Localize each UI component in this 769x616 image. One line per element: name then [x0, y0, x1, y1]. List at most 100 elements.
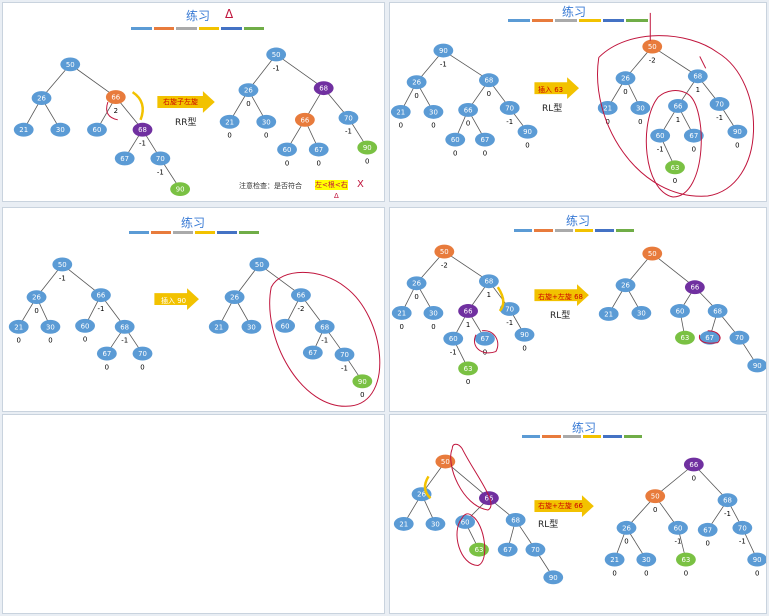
balance-factor: -1	[506, 319, 513, 327]
tree-node-63: 63	[676, 552, 696, 567]
node-label: 60	[283, 146, 292, 154]
tree-node-90: 90	[170, 182, 191, 197]
tree-node-66: 66	[294, 112, 315, 127]
node-label: 63	[464, 365, 473, 373]
tree-node-60: 60	[75, 318, 95, 333]
red-annotation-circle	[645, 90, 702, 198]
balance-factor: 0	[705, 540, 709, 548]
svg-text:-1: -1	[506, 118, 513, 126]
tree-node-30: 30	[40, 319, 61, 334]
node-label: 67	[703, 526, 712, 534]
red-annotation-circle	[474, 330, 499, 354]
balance-factor: -1	[341, 364, 348, 372]
node-label: 21	[397, 309, 406, 317]
node-label: 60	[449, 335, 458, 343]
tree-edge	[693, 464, 728, 501]
node-label: 66	[297, 292, 306, 300]
node-label: 66	[464, 106, 473, 114]
balance-factor: 1	[676, 116, 680, 124]
node-label: 26	[622, 524, 631, 532]
tree-node-50: 50	[249, 257, 270, 272]
tree-edge	[275, 54, 324, 89]
svg-text:0: 0	[735, 142, 739, 150]
tree-node-66: 66	[458, 304, 478, 318]
node-label: 30	[247, 323, 256, 331]
tree-node-63: 63	[469, 542, 489, 557]
svg-text:1: 1	[696, 86, 700, 94]
node-label: 67	[481, 136, 490, 144]
node-label: 70	[505, 305, 514, 313]
svg-text:-1: -1	[739, 538, 746, 546]
node-label: 60	[281, 322, 290, 330]
node-label: 66	[674, 102, 683, 110]
tree-edge	[443, 50, 490, 81]
balance-factor: -1	[724, 510, 731, 518]
balance-factor: 0	[684, 569, 688, 577]
node-label: 67	[308, 349, 317, 357]
tree-node-68: 68	[314, 319, 335, 334]
node-label: 26	[412, 280, 421, 288]
tree-node-30: 30	[423, 104, 444, 119]
balance-factor: -1	[273, 64, 280, 72]
svg-text:0: 0	[466, 378, 470, 386]
node-label: 60	[81, 322, 90, 330]
arrow-label: 插入 63	[538, 86, 564, 94]
svg-text:-1: -1	[59, 274, 66, 282]
tree-edge	[654, 464, 695, 497]
arrow-label: 右旋+左旋 66	[538, 502, 583, 510]
node-label: 67	[503, 546, 512, 554]
red-annotation-circle	[597, 35, 755, 197]
node-label: 50	[651, 493, 660, 501]
tree-node-26: 26	[26, 290, 47, 305]
tree-node-90: 90	[352, 374, 373, 389]
tree-node-90: 90	[747, 552, 766, 567]
tree-node-67: 67	[475, 132, 495, 147]
tree-node-67: 67	[114, 151, 135, 166]
note-x: X	[357, 179, 364, 190]
title-annotation: Δ	[225, 7, 234, 21]
node-label: 68	[484, 77, 493, 85]
balance-factor: -1	[657, 146, 664, 154]
balance-factor: 0	[605, 118, 609, 126]
svg-text:2: 2	[114, 107, 118, 115]
balance-factor: 0	[246, 100, 250, 108]
svg-text:-1: -1	[724, 510, 731, 518]
transform-arrow	[534, 495, 594, 517]
balance-factor: 2	[114, 107, 118, 115]
balance-factor: 0	[317, 159, 321, 167]
tree-diagram-p2: 90-126068021030066070-160067090050-22606…	[390, 12, 755, 198]
svg-text:0: 0	[360, 391, 364, 399]
node-label: 90	[439, 47, 448, 55]
node-label: 90	[523, 128, 532, 136]
tree-node-68: 68	[478, 274, 499, 289]
node-label: 66	[690, 284, 699, 292]
node-label: 26	[230, 294, 239, 302]
svg-text:0: 0	[684, 569, 688, 577]
node-label: 21	[610, 556, 619, 564]
node-label: 63	[671, 164, 680, 172]
svg-text:0: 0	[431, 122, 435, 130]
svg-text:0: 0	[264, 132, 268, 140]
svg-text:-2: -2	[441, 261, 448, 269]
node-label: 26	[37, 95, 46, 103]
balance-factor: -1	[506, 118, 513, 126]
tree-node-90: 90	[747, 358, 766, 373]
svg-text:1: 1	[466, 321, 470, 329]
balance-factor: -1	[716, 114, 723, 122]
tree-node-90: 90	[517, 124, 538, 139]
node-label: 21	[19, 126, 28, 134]
rotation-arrow	[423, 475, 432, 500]
tree-node-21: 21	[390, 104, 411, 119]
balance-factor: 0	[692, 474, 696, 482]
tree-node-67: 67	[697, 522, 718, 537]
svg-text:0: 0	[692, 474, 696, 482]
node-label: 50	[440, 248, 449, 256]
node-label: 63	[682, 556, 691, 564]
tree-node-26: 26	[31, 91, 52, 105]
node-label: 60	[451, 136, 460, 144]
node-label: 21	[225, 118, 234, 126]
node-label: 60	[674, 524, 683, 532]
